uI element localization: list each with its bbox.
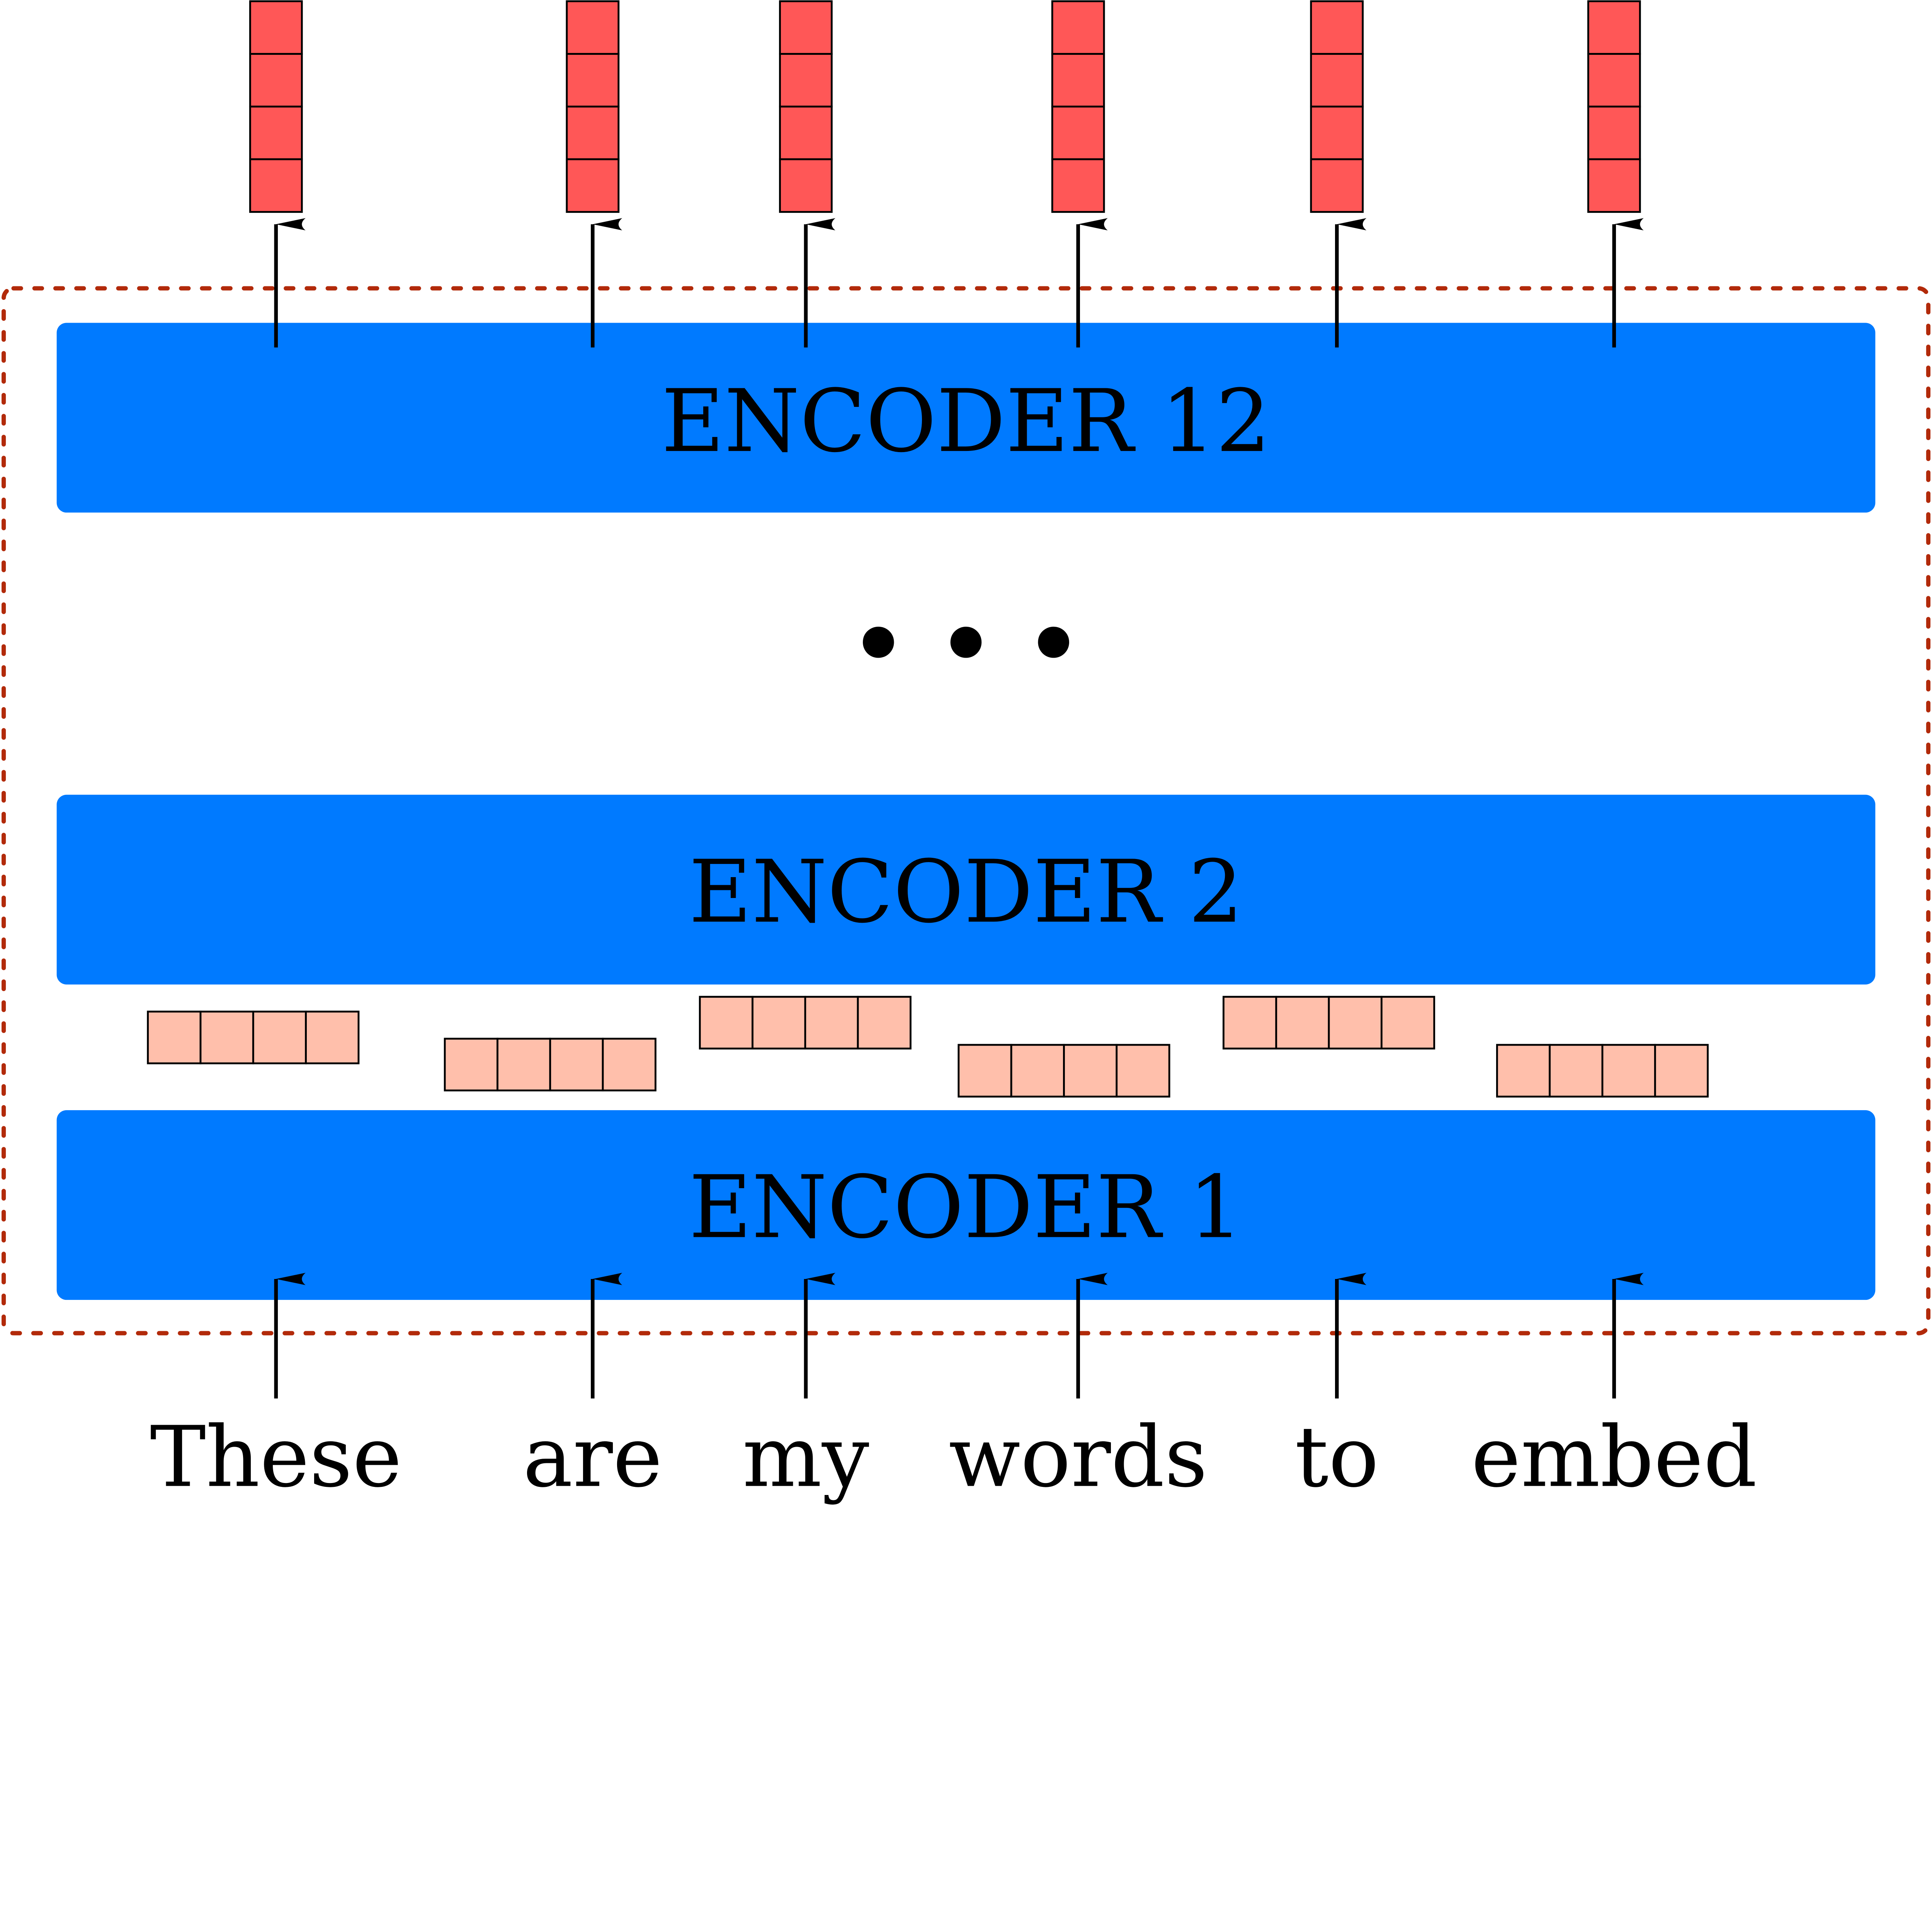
bert-encoder-stack-diagram: ENCODER 12 • • • ENCODER 2 ENCODER 1 The… bbox=[1, 0, 1931, 1506]
output-vector bbox=[779, 0, 833, 213]
embedding-vector-cell bbox=[602, 1037, 656, 1092]
output-vector-cell bbox=[1310, 53, 1364, 108]
embedding-vector-cell bbox=[1223, 996, 1277, 1050]
output-vector-cell bbox=[1051, 105, 1105, 160]
output-vector-cell bbox=[249, 0, 303, 55]
embedding-vector-cell bbox=[444, 1037, 498, 1092]
output-vector-cell bbox=[1587, 105, 1641, 160]
embedding-vector-cell bbox=[199, 1010, 254, 1065]
output-vector-cell bbox=[249, 158, 303, 213]
embedding-vector-cell bbox=[957, 1044, 1012, 1098]
embedding-vector bbox=[699, 996, 912, 1050]
embedding-vector-cell bbox=[1381, 996, 1435, 1050]
output-vector bbox=[1587, 0, 1641, 213]
embedding-vector bbox=[444, 1037, 656, 1092]
output-vector bbox=[1310, 0, 1364, 213]
encoder-1-label: ENCODER 1 bbox=[689, 1157, 1243, 1258]
output-vector-cell bbox=[249, 53, 303, 108]
output-vector-cell bbox=[1587, 158, 1641, 213]
embedding-vector-cell bbox=[804, 996, 859, 1050]
output-vectors bbox=[249, 0, 1641, 213]
output-vector-cell bbox=[1587, 0, 1641, 55]
embedding-vector-cell bbox=[549, 1037, 604, 1092]
input-word: to bbox=[1295, 1409, 1379, 1506]
output-vector-cell bbox=[779, 158, 833, 213]
embedding-vector-cell bbox=[1275, 996, 1330, 1050]
output-vector-cell bbox=[1587, 53, 1641, 108]
output-vector-cell bbox=[566, 158, 620, 213]
embedding-vector-cell bbox=[147, 1010, 202, 1065]
embedding-vector-cell bbox=[1010, 1044, 1065, 1098]
encoder-2-label: ENCODER 2 bbox=[689, 842, 1243, 942]
output-vector-cell bbox=[1310, 105, 1364, 160]
encoder-1: ENCODER 1 bbox=[56, 1110, 1876, 1300]
embedding-vector-cell bbox=[252, 1010, 307, 1065]
output-vector-cell bbox=[1310, 0, 1364, 55]
ellipsis: • • • bbox=[850, 593, 1082, 696]
encoder-12: ENCODER 12 bbox=[56, 323, 1876, 513]
output-vector-cell bbox=[1310, 158, 1364, 213]
output-vector bbox=[1051, 0, 1105, 213]
output-vector-cell bbox=[1051, 53, 1105, 108]
encoder-2: ENCODER 2 bbox=[56, 794, 1876, 985]
output-vector-cell bbox=[1051, 158, 1105, 213]
embedding-vector bbox=[1223, 996, 1435, 1050]
output-vector bbox=[566, 0, 620, 213]
embedding-vectors bbox=[147, 996, 1709, 1098]
embedding-vector-cell bbox=[1496, 1044, 1551, 1098]
output-vector bbox=[249, 0, 303, 213]
output-vector-cell bbox=[779, 105, 833, 160]
embedding-vector-cell bbox=[1654, 1044, 1709, 1098]
output-vector-cell bbox=[566, 53, 620, 108]
embedding-vector-cell bbox=[497, 1037, 551, 1092]
encoder-1-block bbox=[56, 1110, 1876, 1300]
embedding-vector-cell bbox=[857, 996, 912, 1050]
input-word: embed bbox=[1471, 1409, 1757, 1506]
input-word: my bbox=[742, 1409, 869, 1506]
model-frame bbox=[1, 286, 1931, 1335]
encoder-2-block bbox=[56, 794, 1876, 985]
embedding-vector-cell bbox=[305, 1010, 360, 1065]
embedding-vector-cell bbox=[699, 996, 753, 1050]
output-vector-cell bbox=[1051, 0, 1105, 55]
embedding-vector bbox=[957, 1044, 1170, 1098]
embedding-vector-cell bbox=[1116, 1044, 1170, 1098]
encoder-12-label: ENCODER 12 bbox=[662, 371, 1271, 471]
embedding-vector bbox=[1496, 1044, 1709, 1098]
input-word: are bbox=[523, 1409, 662, 1506]
output-vector-cell bbox=[566, 0, 620, 55]
embedding-vector-cell bbox=[1063, 1044, 1118, 1098]
output-vector-cell bbox=[249, 105, 303, 160]
input-word: words bbox=[949, 1409, 1208, 1506]
arrows bbox=[274, 218, 1644, 1399]
output-vector-cell bbox=[779, 0, 833, 55]
embedding-vector-cell bbox=[752, 996, 806, 1050]
embedding-vector-cell bbox=[1549, 1044, 1604, 1098]
embedding-vector bbox=[147, 1010, 360, 1065]
output-vector-cell bbox=[566, 105, 620, 160]
embedding-vector-cell bbox=[1328, 996, 1383, 1050]
encoder-12-block bbox=[56, 323, 1876, 513]
embedding-vector-cell bbox=[1601, 1044, 1656, 1098]
input-word: These bbox=[150, 1409, 402, 1506]
output-vector-cell bbox=[779, 53, 833, 108]
